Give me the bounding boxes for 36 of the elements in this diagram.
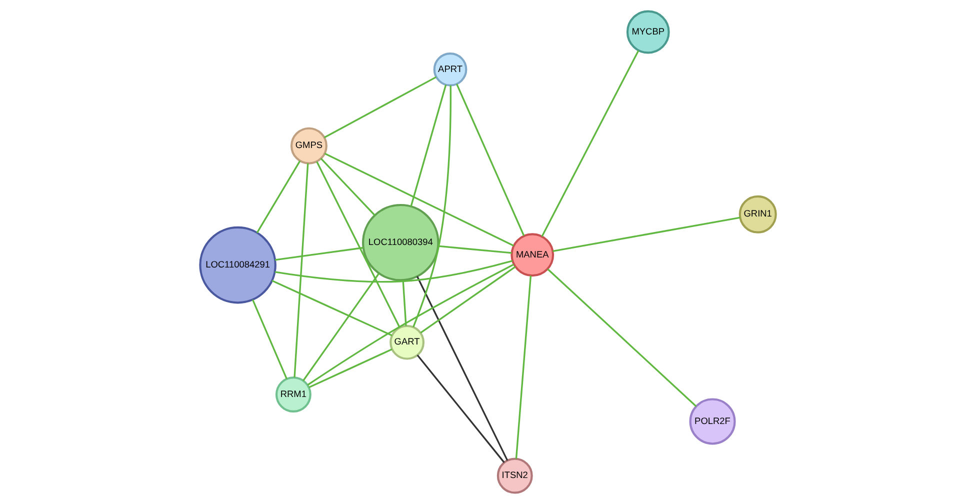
connector [456,84,525,236]
connector [274,246,364,261]
connector [272,280,392,336]
node-circle: GMPS [290,127,328,164]
connector [274,260,513,283]
connector [252,299,288,380]
node-circle: ITSN2 [496,458,533,494]
connector [541,50,640,237]
connector [324,76,437,138]
connector [302,272,380,382]
connector [416,354,505,463]
connector [410,84,447,207]
connector [412,85,452,328]
node-circle: MANEA [510,233,554,277]
node-circle: LOC110084291 [199,226,276,304]
connector [307,264,514,386]
connector [308,348,392,388]
connector [402,280,407,326]
node-circle: GART [390,324,425,360]
connector [547,268,697,407]
connector [256,160,301,234]
connector [515,276,532,459]
connector [294,163,309,378]
node-circle: RRM1 [275,376,312,413]
connector [316,161,400,328]
node-circle: POLR2F [689,398,736,445]
node-circle: APRT [433,52,468,86]
node-circle: GRIN1 [738,195,777,234]
connector [320,158,376,216]
connector [416,276,508,461]
node-circle: MYCBP [626,10,670,54]
connector [420,266,516,334]
node-circle: LOC110080394 [362,204,440,282]
connector [552,216,740,252]
connector [438,245,512,254]
connector [324,152,514,247]
